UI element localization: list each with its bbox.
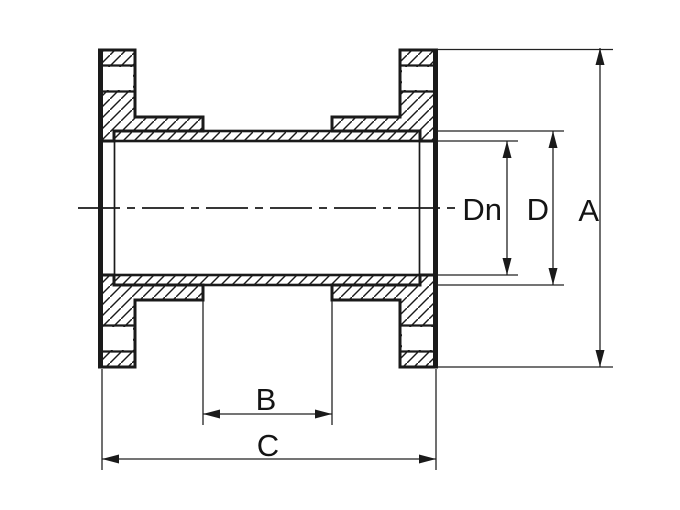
dimension-c: C [101,369,437,470]
left-flange-bottom-bolt-hole [103,327,133,350]
right-flange-lower-section [330,273,437,369]
d-arrow-down [548,268,558,285]
dimension-dn: Dn [437,140,518,276]
left-flange-lower-section [99,273,205,369]
c-label: C [257,428,279,463]
right-flange-bottom-bolt-hole [402,327,433,350]
dn-arrow-up [502,141,512,158]
pipe-wall-bottom [112,273,422,287]
dimension-d: D [437,130,564,286]
dimension-a: A [437,48,613,368]
b-arrow-right [315,409,332,419]
b-arrow-left [203,409,220,419]
a-arrow-down [595,350,605,367]
a-arrow-up [595,48,605,65]
c-arrow-left [102,454,119,464]
b-label: B [256,382,277,417]
dn-label: Dn [462,192,502,227]
a-label: A [578,193,599,228]
right-flange-upper-section [330,48,437,143]
left-flange-top-bolt-hole [103,67,133,90]
right-flange-top-bolt-hole [402,67,433,90]
dn-arrow-down [502,258,512,275]
d-label: D [527,192,549,227]
dimension-b: B [202,301,333,425]
left-flange-upper-section [99,48,205,143]
c-arrow-right [419,454,436,464]
pipe-wall-top [112,129,422,143]
d-arrow-up [548,131,558,148]
